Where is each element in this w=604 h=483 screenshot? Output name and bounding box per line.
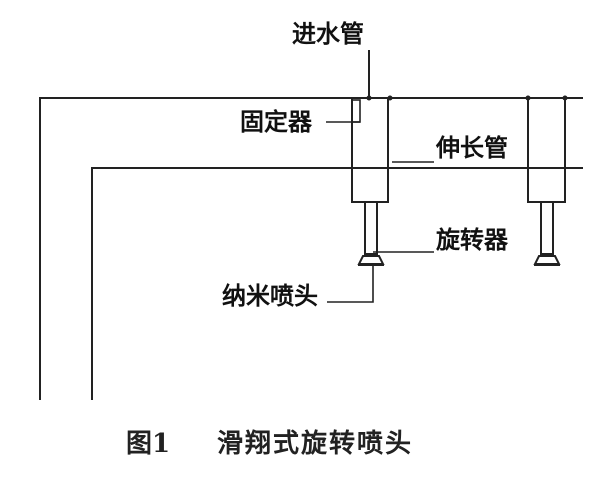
extension-pipe-right	[527, 97, 566, 203]
rotator-right	[540, 201, 554, 255]
outer-frame-line	[39, 97, 583, 400]
figure-number: 图1	[126, 429, 170, 459]
extension-pipe-left-joint	[387, 95, 393, 101]
extension-pipe-right-joint-a	[525, 95, 531, 101]
figure-title: 滑翔式旋转喷头	[217, 429, 413, 459]
rotator-label: 旋转器	[435, 226, 509, 254]
nano-nozzle-right	[533, 255, 561, 265]
inlet-pipe-label: 进水管	[292, 20, 364, 48]
nano-nozzle-leader-line	[327, 266, 374, 303]
nano-nozzle-label: 纳米喷头	[222, 282, 318, 310]
fixer-label: 固定器	[240, 108, 313, 136]
extension-pipe-left	[351, 97, 389, 203]
rotator-left	[364, 201, 378, 255]
inner-frame-line	[91, 167, 583, 400]
fixer-block	[351, 99, 361, 123]
extension-pipe-label: 伸长管	[435, 134, 508, 162]
extension-pipe-right-joint-b	[562, 95, 568, 101]
nano-nozzle-left	[357, 255, 385, 265]
